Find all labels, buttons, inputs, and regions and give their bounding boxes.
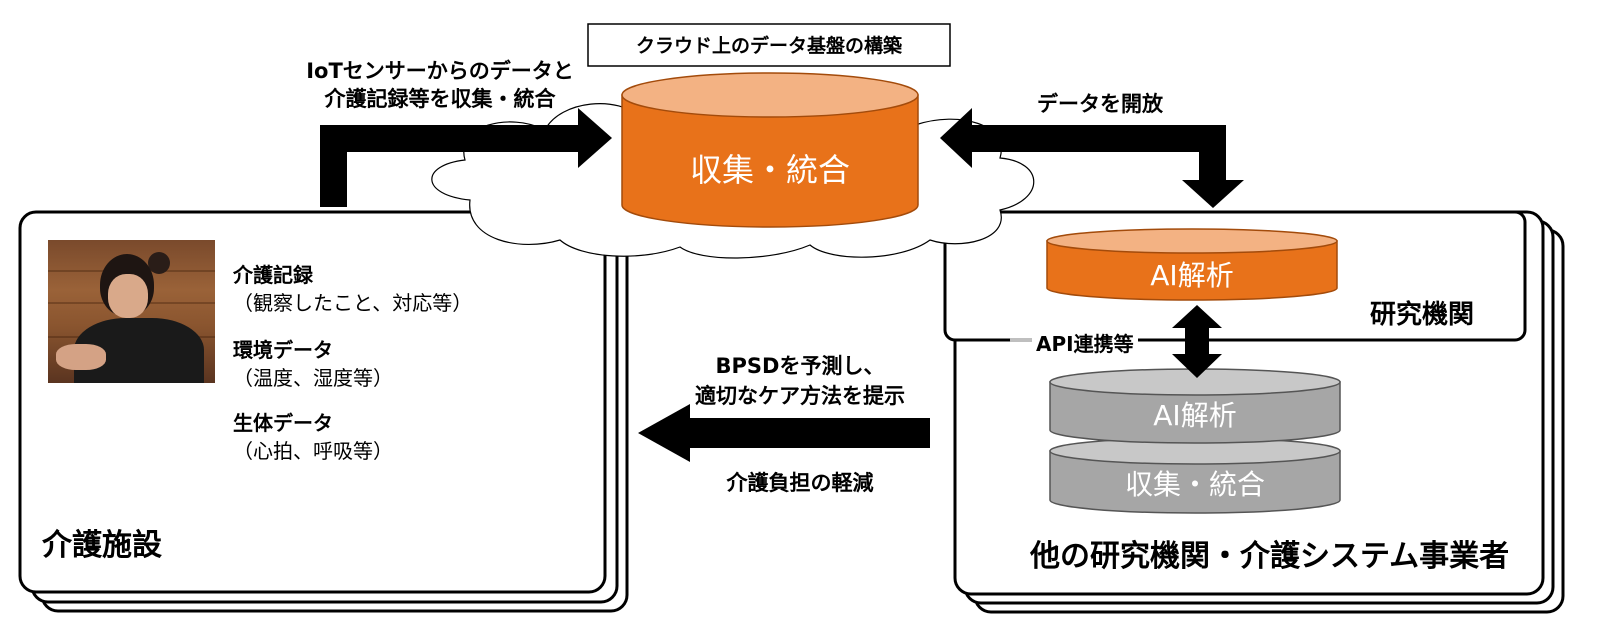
others-collect-cylinder (1049, 437, 1341, 514)
burden-label: 介護負担の軽減 (726, 471, 874, 495)
facility-item-heading: 生体データ (233, 411, 333, 435)
research-db-label: AI解析 (1150, 259, 1234, 292)
cloud-database-cylinder (621, 72, 919, 228)
cloud-db-label: 収集・統合 (689, 151, 850, 189)
cloud-title-box (587, 23, 951, 67)
others-ai-label: AI解析 (1153, 399, 1237, 432)
api-connector-line (1010, 338, 1050, 342)
api-label: API連携等 (1032, 328, 1138, 357)
caregiver-photo (48, 240, 215, 383)
facility-item-detail: （心拍、呼吸等） (233, 439, 393, 463)
others-collect-label: 収集・統合 (1124, 468, 1265, 501)
facility-title: 介護施設 (42, 528, 162, 563)
collect-label-line1: IoTセンサーからのデータと (306, 59, 574, 83)
facility-item-heading: 介護記録 (233, 263, 313, 287)
others-ai-cylinder (1049, 368, 1341, 444)
predict-arrow (638, 404, 930, 462)
collect-label-line2: 介護記録等を収集・統合 (324, 87, 556, 111)
facility-item-heading: 環境データ (233, 338, 333, 362)
facility-item-detail: （観察したこと、対応等） (233, 291, 473, 315)
predict-label-line1: BPSDを予測し、 (715, 354, 885, 378)
open-data-arrow (940, 108, 1244, 208)
research-title: 研究機関 (1370, 300, 1475, 330)
api-double-arrow (1172, 305, 1222, 378)
others-title: 他の研究機関・介護システム事業者 (1030, 539, 1510, 574)
collect-arrow (320, 108, 612, 207)
cloud-title: クラウド上のデータ基盤の構築 (635, 35, 902, 57)
predict-label-line2: 適切なケア方法を提示 (695, 384, 905, 408)
facility-item-detail: （温度、湿度等） (233, 366, 393, 390)
open-data-label: データを開放 (1037, 92, 1163, 116)
research-ai-cylinder (1046, 228, 1338, 301)
